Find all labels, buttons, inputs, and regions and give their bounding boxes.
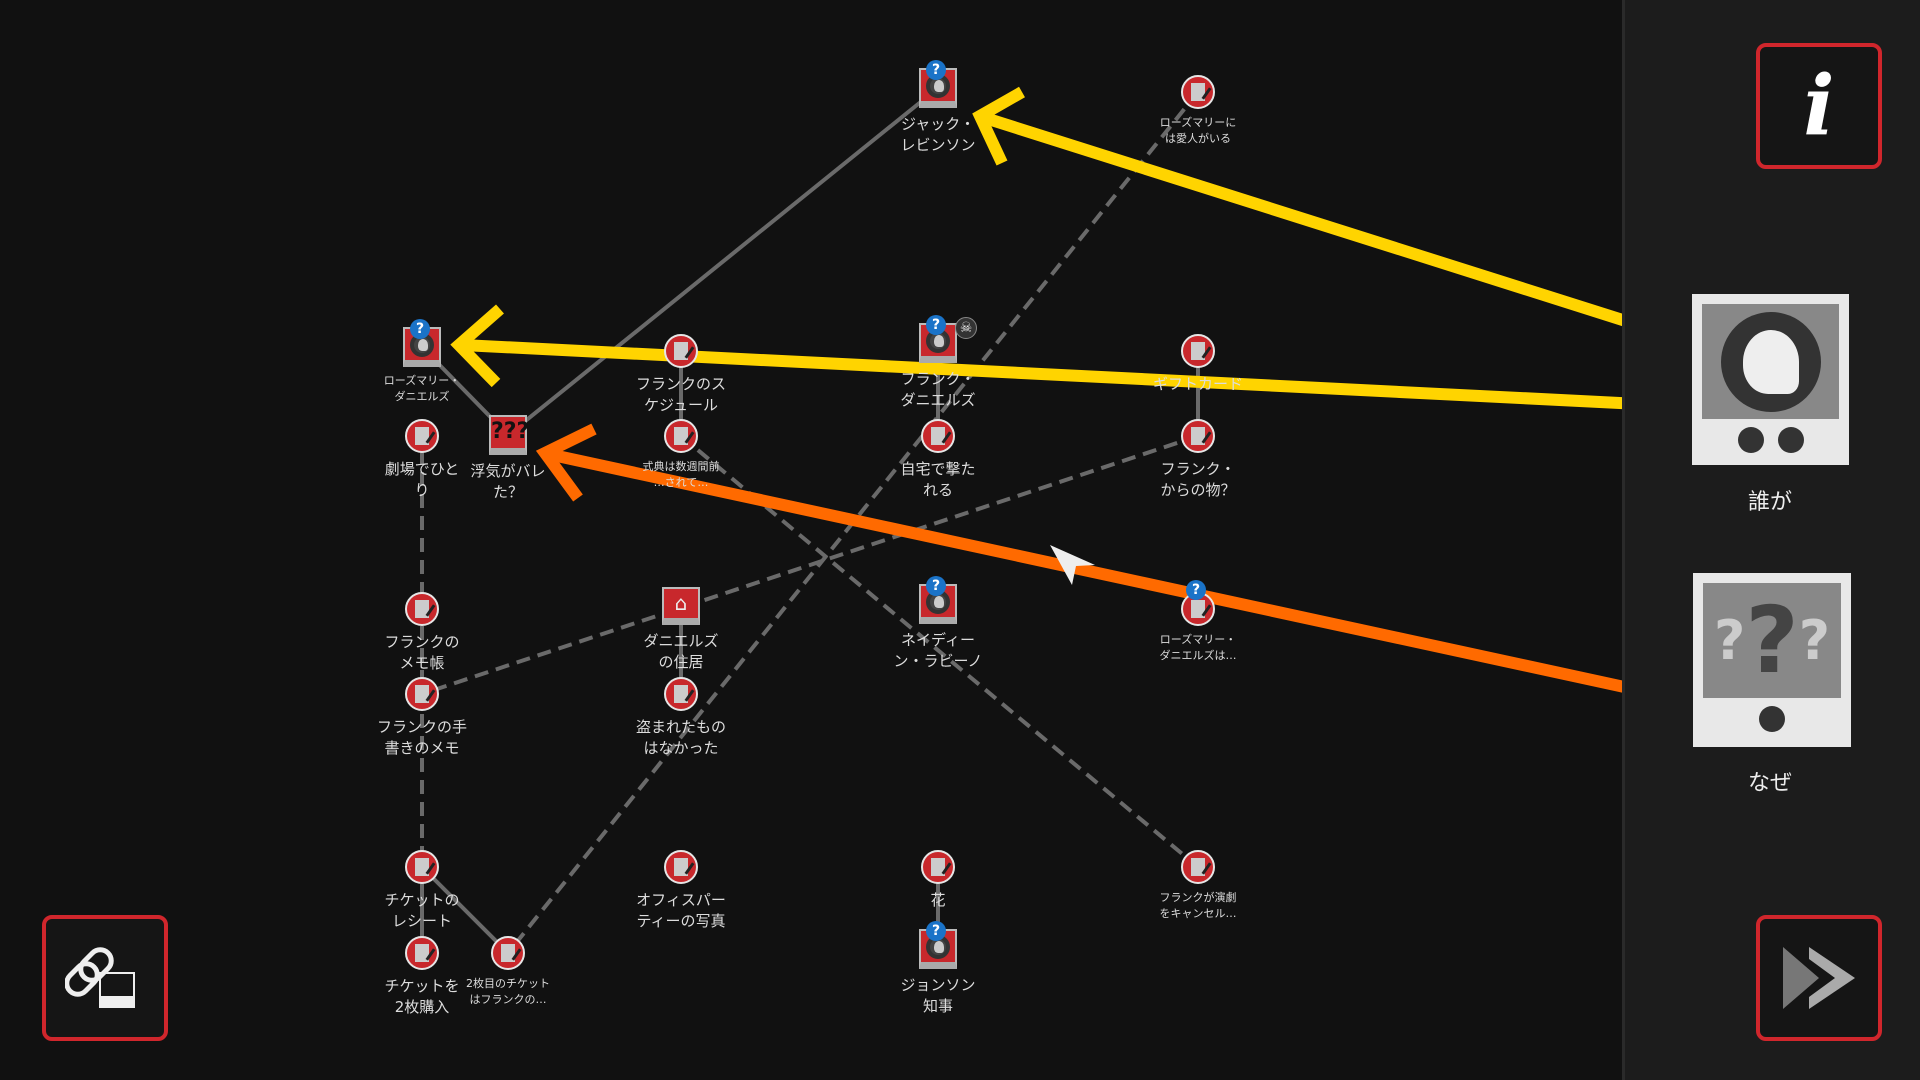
orange-arrow-why-affair bbox=[546, 448, 1751, 720]
note-icon bbox=[405, 850, 439, 884]
head-icon bbox=[1720, 311, 1821, 412]
note-icon: ? bbox=[1181, 580, 1215, 626]
node-label: 式典は数週間前 …されて… bbox=[642, 460, 720, 489]
fast-forward-button[interactable] bbox=[1756, 915, 1882, 1041]
link-solid bbox=[506, 86, 940, 437]
link-solid bbox=[420, 865, 510, 955]
node-label: 2枚目のチケット はフランクの… bbox=[466, 977, 550, 1006]
node-frank[interactable]: ?☠フランク・ ダニエルズ bbox=[853, 315, 1023, 411]
node-shot-home[interactable]: 自宅で撃た れる bbox=[853, 419, 1023, 501]
who-label: 誰が bbox=[1747, 490, 1792, 515]
node-residence[interactable]: ⌂ ダニエルズ の住居 bbox=[596, 587, 766, 673]
note-icon bbox=[921, 419, 955, 453]
node-nadine[interactable]: ?ネイディー ン・ラビーノ bbox=[853, 576, 1023, 672]
note-icon bbox=[491, 936, 525, 970]
why-card[interactable]: ??? bbox=[1693, 573, 1851, 747]
note-icon bbox=[405, 419, 439, 453]
note-icon bbox=[1181, 334, 1215, 368]
node-alone-theater[interactable]: 劇場でひと り bbox=[337, 419, 507, 501]
node-gift-card[interactable]: ギフトカード bbox=[1113, 334, 1283, 395]
node-label: オフィスパー ティーの写真 bbox=[636, 891, 726, 930]
info-button[interactable]: i bbox=[1756, 43, 1882, 169]
node-nothing-stolen[interactable]: 盗まれたもの はなかった bbox=[596, 677, 766, 759]
question-icon: ??? bbox=[1703, 583, 1841, 698]
orange-arrowhead bbox=[535, 423, 597, 502]
node-second-ticket[interactable]: 2枚目のチケット はフランクの… bbox=[423, 936, 593, 1008]
node-johnson[interactable]: ?ジョンソン 知事 bbox=[853, 921, 1023, 1017]
node-label: ジョンソン 知事 bbox=[900, 976, 976, 1015]
yellow-arrow-who-jack bbox=[980, 111, 1735, 361]
skull-icon: ☠ bbox=[955, 317, 977, 339]
yellow-arrowhead bbox=[972, 86, 1025, 166]
side-panel: i 誰が ??? なぜ bbox=[1622, 0, 1920, 1080]
node-label: ジャック・ レビンソン bbox=[900, 115, 976, 154]
node-ticket-receipt[interactable]: チケットの レシート bbox=[337, 850, 507, 932]
why-label: なぜ bbox=[1747, 771, 1792, 796]
note-icon bbox=[1181, 75, 1215, 109]
node-label: ダニエルズ の住居 bbox=[643, 632, 719, 671]
node-label: フランク・ からの物？ bbox=[1160, 460, 1236, 499]
note-icon bbox=[405, 592, 439, 626]
note-icon bbox=[1181, 419, 1215, 453]
note-icon bbox=[664, 850, 698, 884]
node-frank-cancel[interactable]: フランクが演劇 をキャンセル… bbox=[1113, 850, 1283, 922]
node-label: フランク・ ダニエルズ bbox=[900, 370, 976, 409]
node-label: 自宅で撃た れる bbox=[900, 460, 976, 499]
info-icon: i bbox=[1803, 58, 1835, 154]
link-icon bbox=[65, 947, 135, 1008]
node-label: フランクが演劇 をキャンセル… bbox=[1159, 891, 1237, 920]
note-icon bbox=[1181, 850, 1215, 884]
node-label: チケットを 2枚購入 bbox=[384, 977, 460, 1016]
node-frank-schedule[interactable]: フランクのス ケジュール bbox=[596, 334, 766, 416]
node-office-photo[interactable]: オフィスパー ティーの写真 bbox=[596, 850, 766, 932]
node-from-frank[interactable]: フランク・ からの物？ bbox=[1113, 419, 1283, 501]
node-label: 花 bbox=[930, 891, 946, 909]
link-button[interactable] bbox=[42, 915, 168, 1041]
node-label: チケットの レシート bbox=[384, 891, 460, 930]
node-label: ローズマリーに は愛人がいる bbox=[1159, 116, 1237, 145]
node-rosemary-lover[interactable]: ローズマリーに は愛人がいる bbox=[1113, 75, 1283, 147]
node-label: ローズマリー・ ダニエルズは… bbox=[1159, 633, 1237, 662]
note-icon bbox=[664, 419, 698, 453]
note-icon bbox=[405, 677, 439, 711]
mystery-icon: ??? bbox=[489, 415, 529, 455]
node-affair[interactable]: ??? 浮気がバレ た？ bbox=[423, 415, 593, 503]
yellow-arrowhead bbox=[450, 304, 504, 388]
fast-forward-icon bbox=[1783, 947, 1855, 1009]
note-icon bbox=[664, 677, 698, 711]
node-label: ネイディー ン・ラビーノ bbox=[893, 631, 983, 670]
node-two-tickets[interactable]: チケットを 2枚購入 bbox=[337, 936, 507, 1018]
node-label: 浮気がバレ た？ bbox=[470, 462, 546, 501]
node-ceremony[interactable]: 式典は数週間前 …されて… bbox=[596, 419, 766, 491]
link-dashed bbox=[679, 434, 1200, 869]
node-rosemary[interactable]: ?ローズマリー・ ダニエルズ bbox=[337, 319, 507, 405]
node-handwritten-memo[interactable]: フランクの手 書きのメモ bbox=[337, 677, 507, 759]
node-frank-memo[interactable]: フランクの メモ帳 bbox=[337, 592, 507, 674]
node-label: ローズマリー・ ダニエルズ bbox=[383, 374, 461, 403]
house-icon: ⌂ bbox=[662, 587, 700, 625]
note-icon bbox=[921, 850, 955, 884]
node-jack[interactable]: ?ジャック・ レビンソン bbox=[853, 60, 1023, 156]
node-label: 盗まれたもの はなかった bbox=[635, 718, 726, 757]
link-dashed bbox=[421, 434, 1199, 696]
node-rosemary-is[interactable]: ? ローズマリー・ ダニエルズは… bbox=[1113, 580, 1283, 664]
node-flowers[interactable]: 花 bbox=[853, 850, 1023, 911]
node-label: ギフトカード bbox=[1152, 375, 1243, 393]
mouse-cursor bbox=[1050, 545, 1095, 585]
node-label: フランクのス ケジュール bbox=[635, 375, 726, 414]
note-icon bbox=[405, 936, 439, 970]
node-label: 劇場でひと り bbox=[384, 460, 460, 499]
note-icon bbox=[664, 334, 698, 368]
node-label: フランクの手 書きのメモ bbox=[376, 718, 467, 757]
node-label: フランクの メモ帳 bbox=[384, 633, 460, 672]
who-card[interactable] bbox=[1692, 294, 1849, 465]
